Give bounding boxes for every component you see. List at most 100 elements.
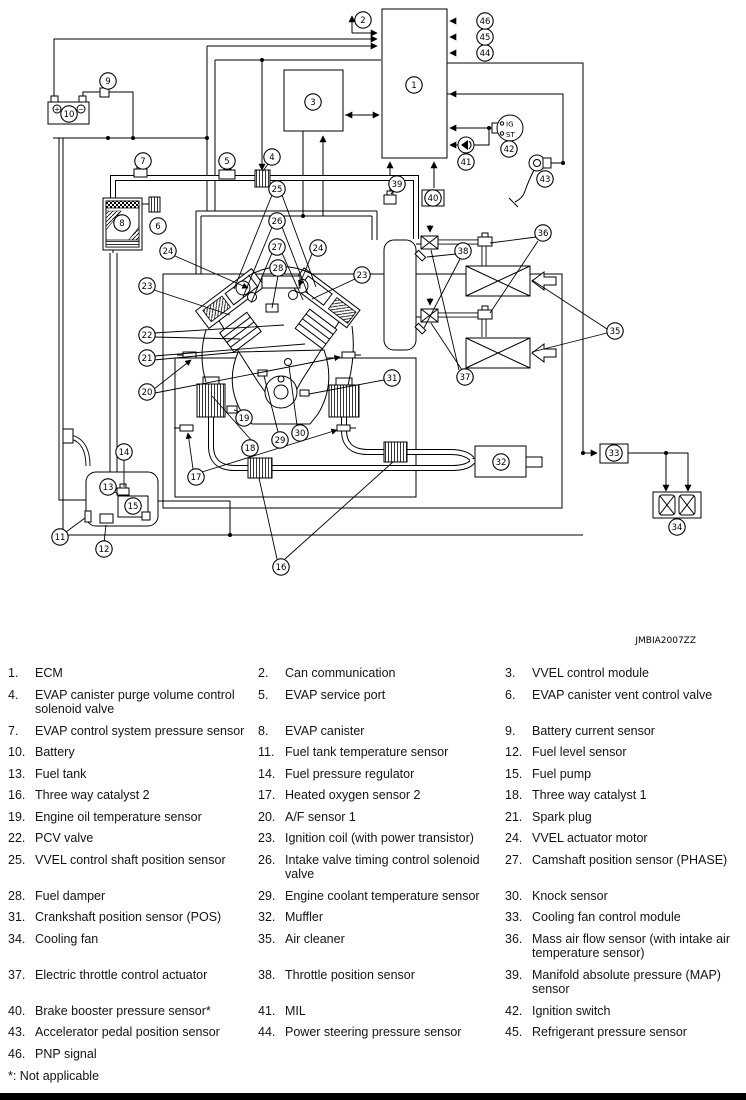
legend-item-number: 32. [258, 910, 276, 924]
callout-23: 23 [139, 278, 155, 294]
legend-item-17: 17.Heated oxygen sensor 2 [258, 788, 505, 803]
legend-item-label: Intake valve timing control solenoid val… [285, 852, 480, 882]
svg-text:18: 18 [245, 444, 256, 454]
callout-9: 9 [100, 73, 116, 89]
three-way-catalyst-2-left [248, 458, 272, 478]
svg-text:22: 22 [142, 331, 153, 341]
legend-item-number: 19. [8, 809, 26, 824]
svg-text:5: 5 [224, 157, 229, 167]
legend-item-label: Battery [35, 745, 75, 759]
callout-8: 8 [114, 215, 130, 231]
callout-11: 11 [52, 529, 68, 545]
callout-18: 18 [242, 440, 258, 456]
legend-item-6: 6.EVAP canister vent control valve [505, 688, 742, 717]
legend-item-number: 26. [258, 852, 276, 867]
callout-33: 33 [606, 445, 622, 461]
svg-text:11: 11 [55, 533, 66, 543]
callout-39: 39 [389, 176, 405, 192]
legend-item-number: 22. [8, 831, 26, 845]
legend-item-number: 35. [258, 931, 276, 946]
legend-item-13: 13.Fuel tank [8, 767, 258, 782]
legend-item-number: 33. [505, 910, 523, 924]
maf-sensor-lower-icon [478, 310, 492, 319]
callout-24: 24 [160, 243, 176, 259]
svg-text:42: 42 [504, 145, 515, 155]
legend-item-14: 14.Fuel pressure regulator [258, 767, 505, 782]
callout-29: 29 [272, 432, 288, 448]
legend-item-number: 29. [258, 888, 276, 903]
legend-item-40: 40.Brake booster pressure sensor* [8, 1004, 258, 1019]
legend-item-number: 39. [505, 967, 523, 982]
legend-item-label: Air cleaner [285, 931, 345, 946]
legend-item-number: 25. [8, 852, 26, 867]
legend-item-label: Three way catalyst 1 [532, 788, 647, 802]
svg-text:40: 40 [428, 194, 439, 204]
legend-item-label: EVAP service port [285, 687, 386, 702]
legend-item-label: Cooling fan control module [532, 910, 681, 924]
legend-item-label: MIL [285, 1003, 306, 1018]
legend-item-4: 4.EVAP canister purge volume control sol… [8, 688, 258, 717]
legend-item-5: 5.EVAP service port [258, 688, 505, 717]
svg-text:32: 32 [496, 458, 507, 468]
legend-item-label: Brake booster pressure sensor* [35, 1003, 211, 1018]
mil-icon [458, 137, 474, 153]
svg-text:23: 23 [357, 271, 368, 281]
legend-item-32: 32. Muffler [258, 910, 505, 925]
legend-item-number: 8. [258, 723, 269, 738]
callout-30: 30 [292, 425, 308, 441]
legend-item-number: 23. [258, 831, 276, 845]
component-location-diagram: + − [0, 0, 746, 646]
callout-28: 28 [270, 260, 286, 276]
legend-item-number: 13. [8, 766, 26, 781]
legend-item-21: 21.Spark plug [505, 810, 742, 825]
legend-item-number: 7. [8, 723, 19, 738]
svg-text:38: 38 [458, 247, 469, 257]
callout-3: 3 [305, 94, 321, 110]
oil-temp-sensor-icon [227, 406, 237, 413]
legend-item-number: 36. [505, 931, 523, 946]
callout-14: 14 [116, 444, 132, 460]
callout-6: 6 [150, 218, 166, 234]
legend-item-label: Fuel damper [35, 888, 106, 903]
legend-item-7: 7.EVAP control system pressure sensor [8, 724, 258, 739]
callout-19: 19 [236, 410, 252, 426]
legend-item-number: 34. [8, 931, 26, 946]
svg-text:10: 10 [64, 110, 75, 120]
callout-1: 1 [406, 77, 422, 93]
three-way-catalysts [197, 377, 407, 478]
legend-item-number: 3. [505, 666, 516, 680]
legend-item-label: Muffler [285, 910, 323, 924]
svg-text:3: 3 [310, 98, 315, 108]
legend-item-label: Ignition switch [532, 1003, 611, 1018]
callout-32: 32 [493, 454, 509, 470]
legend-item-44: 44.Power steering pressure sensor [258, 1025, 505, 1040]
cooling-fan-box [653, 492, 701, 518]
legend-item-label: Spark plug [532, 809, 592, 824]
legend-item-number: 12. [505, 745, 523, 759]
legend-item-number: 37. [8, 967, 26, 982]
legend-item-label: Engine coolant temperature sensor [285, 888, 480, 903]
legend-item-46: 46.PNP signal [8, 1047, 258, 1062]
legend-item-number: 45. [505, 1025, 523, 1039]
legend-item-number: 28. [8, 888, 26, 903]
legend-item-number: 38. [258, 967, 276, 982]
callout-22: 22 [139, 327, 155, 343]
svg-text:31: 31 [387, 374, 398, 384]
callout-17: 17 [188, 469, 204, 485]
af-sensor-icons [177, 352, 361, 358]
callout-24: 24 [310, 240, 326, 256]
legend-item-label: Throttle position sensor [285, 967, 415, 982]
legend-item-number: 41. [258, 1003, 276, 1018]
figure-code: JMBIA2007ZZ [634, 636, 696, 646]
evap-purge-valve-icon [255, 170, 270, 187]
legend-item-label: Fuel pump [532, 766, 592, 781]
legend-item-18: 18.Three way catalyst 1 [505, 788, 742, 803]
svg-text:35: 35 [610, 327, 621, 337]
battery: + − [48, 88, 109, 124]
svg-text:14: 14 [119, 448, 130, 458]
legend-item-label: VVEL control shaft position sensor [35, 852, 226, 867]
legend-item-number: 20. [258, 809, 276, 824]
legend-footnote: *: Not applicable [8, 1069, 100, 1083]
